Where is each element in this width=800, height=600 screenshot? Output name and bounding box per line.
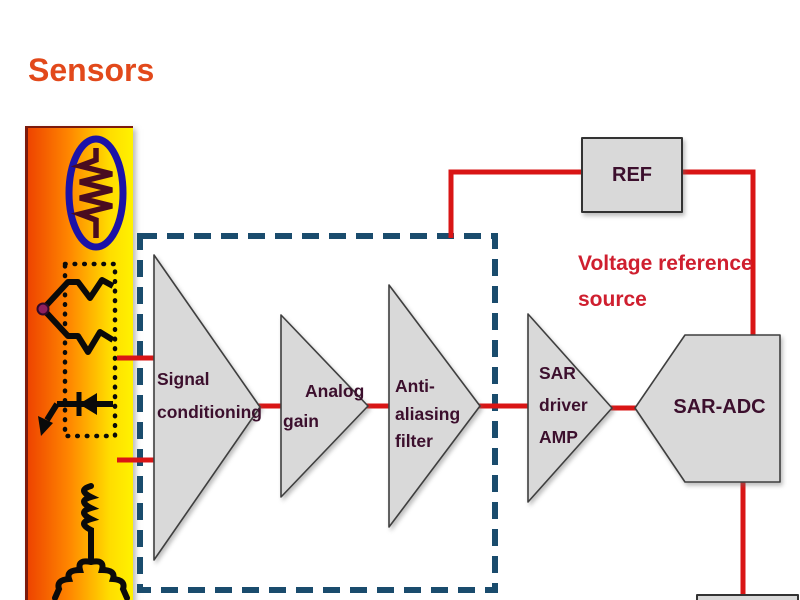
thermistor-icon	[65, 135, 127, 251]
analog-frontend-dashed-box	[137, 233, 498, 593]
analog-gain-triangle	[280, 314, 369, 498]
sar-driver-amp-label: SAR driver AMP	[539, 363, 588, 447]
thermocouple-icon	[36, 261, 118, 439]
analog-gain-label: Analog gain	[283, 381, 365, 431]
motor-winding-icon	[52, 483, 130, 600]
ref-box	[581, 137, 683, 213]
sar-driver-amp-triangle	[527, 313, 613, 503]
anti-aliasing-filter-triangle	[388, 284, 481, 528]
wire-ref-to-adc	[682, 169, 756, 336]
sensor-bar	[25, 126, 133, 600]
ref-label: REF	[612, 164, 652, 186]
sensors-title: Sensors	[28, 52, 155, 88]
bottom-right-block	[696, 594, 799, 600]
sar-adc-pentagon	[634, 334, 781, 483]
signal-conditioning-label: Signal conditioning	[157, 369, 262, 422]
wire-ref-to-frontend	[448, 169, 582, 238]
sar-adc-label: SAR-ADC	[673, 396, 766, 418]
anti-aliasing-filter-label: Anti-aliasing filter	[395, 376, 461, 451]
signal-conditioning-triangle	[153, 254, 261, 561]
voltage-reference-caption: Voltage reference source	[578, 252, 753, 311]
